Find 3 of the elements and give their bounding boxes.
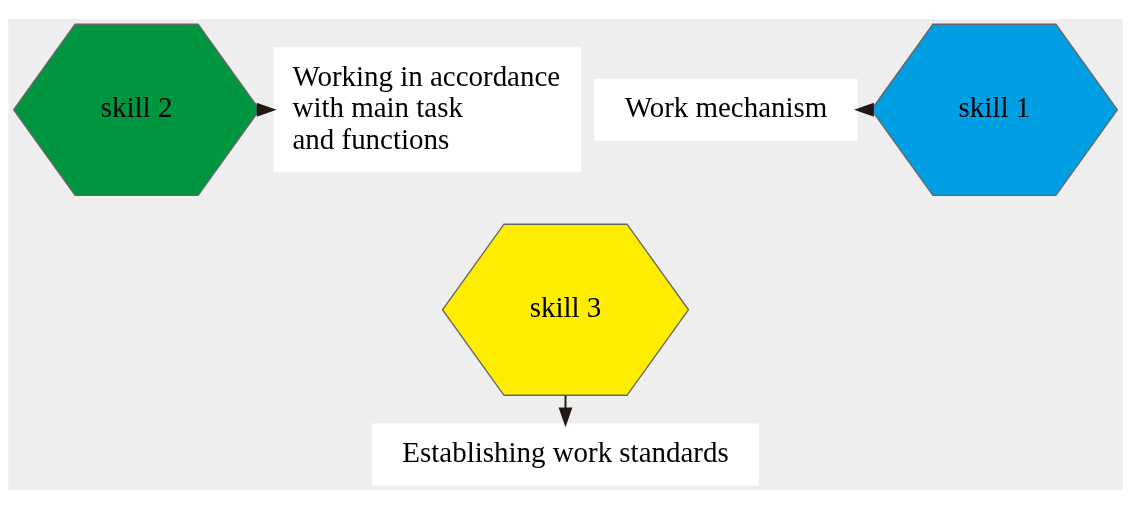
node-box: Work mechanism — [594, 78, 858, 141]
node-box: Working in accordance with main task and functions — [273, 46, 582, 172]
node-box: Establishing work standards — [372, 423, 759, 485]
